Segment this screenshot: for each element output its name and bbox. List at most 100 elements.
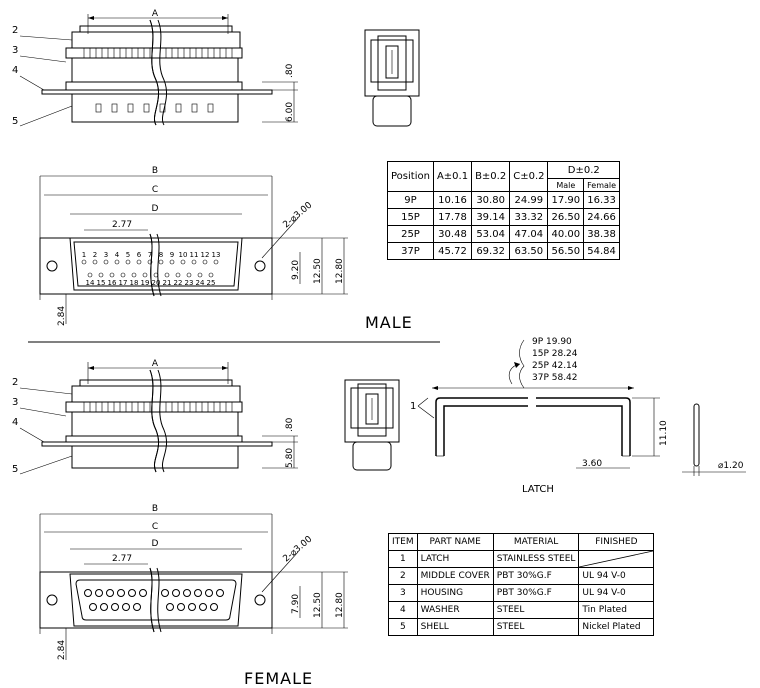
table-header: ITEM [388, 533, 418, 551]
male-label: MALE [365, 313, 413, 332]
latch-view: 9P 19.90 15P 28.24 25P 42.14 37P 58.42 1… [410, 337, 746, 495]
dim-hole-female: 2-⌀3.00 [282, 534, 315, 564]
table-header: C±0.2 [509, 161, 549, 192]
svg-text:20: 20 [152, 279, 161, 287]
svg-text:21: 21 [163, 279, 172, 287]
dim-top-h1: .80 [285, 63, 295, 78]
male-side-view: A .80 6.00 2 3 4 5 [12, 9, 298, 127]
male-pin-holes [81, 259, 219, 278]
svg-text:7: 7 [148, 251, 152, 259]
svg-text:16: 16 [108, 279, 117, 287]
female-end-view [344, 379, 400, 471]
female-side-view: A .80 5.80 2 3 4 5 [12, 359, 298, 475]
dim-12-80-female: 12.80 [335, 592, 345, 618]
table-header: B±0.2 [471, 161, 511, 192]
dim-hole-male: 2-⌀3.00 [282, 200, 315, 230]
svg-text:9: 9 [170, 251, 174, 259]
svg-text:17: 17 [119, 279, 128, 287]
male-pin-numbers-bottom: 14 15 16 17 18 19 20 21 22 23 24 25 [86, 279, 216, 287]
latch-length-9p: 9P 19.90 [532, 337, 572, 347]
svg-text:25: 25 [207, 279, 216, 287]
svg-text:10: 10 [179, 251, 188, 259]
callout-3-bottom: 3 [12, 397, 18, 408]
dim-bottom-h2: 5.80 [285, 448, 295, 468]
table-subheader: Female [583, 178, 621, 192]
female-pin-holes [84, 589, 224, 611]
table-subheader: Male [547, 178, 585, 192]
dim-pitch-male: 2.77 [112, 220, 132, 230]
table-header: A±0.1 [432, 161, 473, 192]
dim-offset-female: 2.84 [57, 640, 67, 660]
dim-latch-h: 11.10 [659, 420, 669, 446]
male-front-view: B C D 2.77 1 2 3 4 5 6 7 8 9 10 11 [39, 166, 348, 326]
svg-text:12: 12 [201, 251, 210, 259]
position-dimension-table: Position A±0.1 B±0.2 C±0.2 D±0.2 Male Fe… [387, 161, 621, 260]
svg-text:23: 23 [185, 279, 194, 287]
callout-3-top: 3 [12, 45, 18, 56]
dim-9-20: 9.20 [291, 260, 301, 280]
latch-length-15p: 15P 28.24 [532, 349, 578, 359]
svg-text:22: 22 [174, 279, 183, 287]
dim-a-bottom: A [152, 359, 159, 369]
callout-1: 1 [410, 401, 416, 412]
svg-text:4: 4 [115, 251, 120, 259]
svg-text:15: 15 [97, 279, 106, 287]
svg-text:24: 24 [196, 279, 205, 287]
callout-4-top: 4 [12, 65, 18, 76]
svg-text:11: 11 [190, 251, 199, 259]
male-side-pins [95, 103, 214, 113]
male-pin-numbers-top: 1 2 3 4 5 6 7 8 9 10 11 12 13 [82, 251, 221, 259]
dim-d-male: D [152, 204, 159, 214]
dim-latch-w: 3.60 [582, 459, 602, 469]
svg-text:8: 8 [159, 251, 163, 259]
svg-text:18: 18 [130, 279, 139, 287]
finished-empty-cell [578, 550, 655, 568]
dim-wire: ⌀1.20 [718, 461, 744, 471]
dim-offset-male: 2.84 [57, 306, 67, 326]
table-header: Position [387, 161, 434, 192]
svg-text:6: 6 [137, 251, 142, 259]
dim-bottom-h1: .80 [285, 417, 295, 432]
dim-b-male: B [152, 166, 158, 176]
svg-text:13: 13 [212, 251, 221, 259]
svg-text:5: 5 [126, 251, 130, 259]
callout-2-top: 2 [12, 25, 18, 36]
dim-12-80-male: 12.80 [335, 258, 345, 284]
table-header: FINISHED [578, 533, 655, 551]
callout-4-bottom: 4 [12, 417, 18, 428]
female-front-view: B C D 2.77 2-⌀3.00 7.90 12.50 12.80 2.8 [39, 504, 348, 660]
male-side-ribs [83, 48, 233, 58]
female-label: FEMALE [244, 669, 313, 688]
table-header: PART NAME [416, 533, 494, 551]
svg-text:19: 19 [141, 279, 150, 287]
table-header: MATERIAL [492, 533, 580, 551]
svg-text:1: 1 [82, 251, 86, 259]
callout-5-top: 5 [12, 116, 18, 127]
callout-2-bottom: 2 [12, 377, 18, 388]
dim-pitch-female: 2.77 [112, 554, 132, 564]
dim-a-top: A [152, 9, 159, 19]
dim-b-female: B [152, 504, 158, 514]
latch-length-37p: 37P 58.42 [532, 373, 578, 383]
dim-c-female: C [152, 522, 158, 532]
svg-text:2: 2 [93, 251, 97, 259]
dim-7-90: 7.90 [291, 594, 301, 614]
latch-label: LATCH [522, 484, 554, 495]
dim-d-female: D [152, 539, 159, 549]
svg-text:14: 14 [86, 279, 95, 287]
latch-length-25p: 25P 42.14 [532, 361, 578, 371]
male-end-view [364, 29, 420, 127]
table-header: D±0.2 [547, 161, 621, 179]
svg-text:3: 3 [104, 251, 108, 259]
dim-12-50-female: 12.50 [313, 592, 323, 618]
